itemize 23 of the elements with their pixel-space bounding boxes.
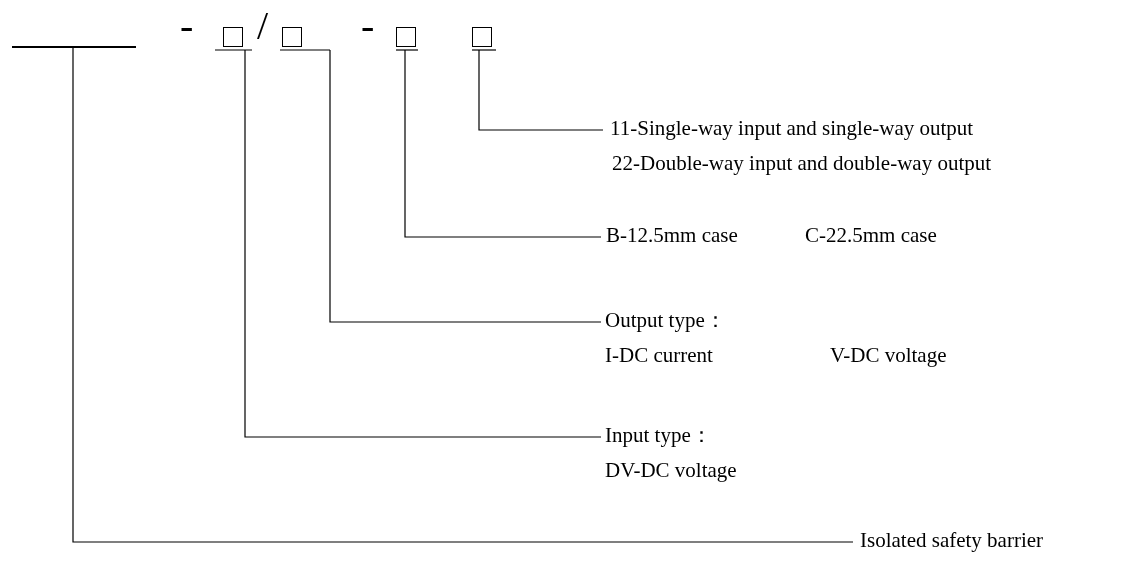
blank-square bbox=[282, 27, 302, 47]
blank-square bbox=[396, 27, 416, 47]
description-text: 11-Single-way input and single-way output bbox=[610, 116, 974, 140]
separator-symbol: / bbox=[257, 4, 269, 48]
leader-line bbox=[404, 49, 602, 238]
leader-line bbox=[244, 49, 602, 438]
description-text: I-DC current bbox=[605, 343, 713, 367]
leader-line bbox=[329, 49, 602, 323]
description-text: 22-Double-way input and double-way output bbox=[612, 151, 992, 175]
description-text: B-12.5mm case bbox=[606, 223, 738, 247]
leader-line bbox=[72, 47, 854, 543]
description-text: Isolated safety barrier bbox=[860, 528, 1044, 552]
underline-bar bbox=[12, 46, 136, 48]
leader-line bbox=[478, 49, 604, 131]
description-text: Output type： bbox=[605, 308, 726, 332]
description-text: DV-DC voltage bbox=[605, 458, 737, 482]
description-text: C-22.5mm case bbox=[805, 223, 937, 247]
blank-square bbox=[472, 27, 492, 47]
separator-symbol: - bbox=[361, 4, 375, 48]
description-text: Input type： bbox=[605, 423, 712, 447]
separator-symbol: - bbox=[180, 4, 194, 48]
blank-square bbox=[223, 27, 243, 47]
description-text: V-DC voltage bbox=[830, 343, 947, 367]
